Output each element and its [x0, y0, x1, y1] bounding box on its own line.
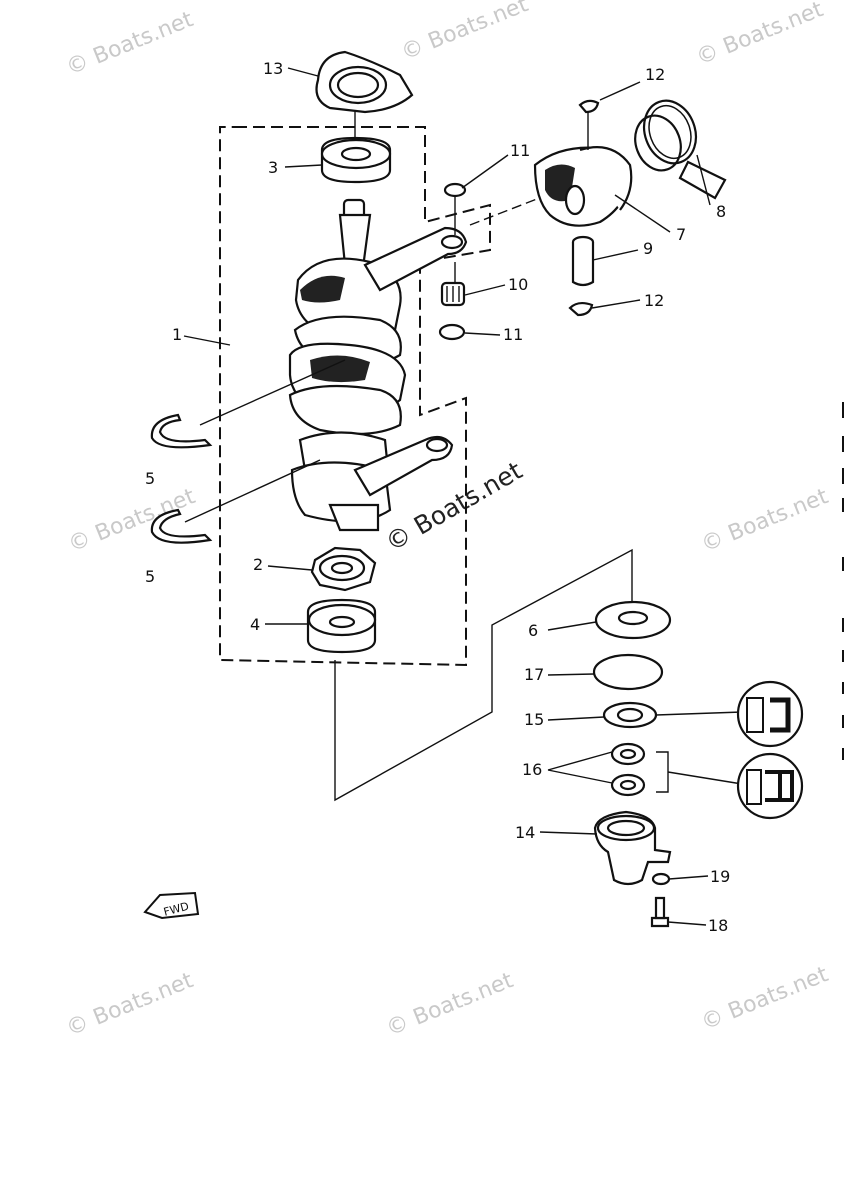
oil-seal-2 [310, 546, 377, 592]
connecting-rod-lower [353, 435, 454, 497]
piston-pin-clip-12-top [578, 99, 600, 114]
thrust-washer-11-bottom [438, 323, 466, 341]
bolt-18 [650, 896, 670, 928]
callout-12-bottom: 12 [644, 291, 664, 310]
crankshaft-assembly-outline [219, 126, 491, 667]
callout-11-bottom: 11 [503, 325, 523, 344]
bearing-4 [306, 598, 377, 654]
callout-4: 4 [250, 615, 260, 634]
callout-6: 6 [528, 621, 538, 640]
needle-bearing-10 [440, 281, 466, 307]
gasket-13 [315, 50, 414, 114]
plate-6 [594, 600, 672, 640]
callout-2: 2 [253, 555, 263, 574]
callout-19: 19 [710, 867, 730, 886]
oil-seal-16-upper [610, 742, 646, 766]
callout-8: 8 [716, 202, 726, 221]
bearing-half-5-upper [150, 413, 213, 449]
sealant-symbol-upper [736, 680, 804, 748]
bearing-half-5-lower [150, 508, 213, 544]
callout-15: 15 [524, 710, 544, 729]
callout-17: 17 [524, 665, 544, 684]
callout-11-top: 11 [510, 141, 530, 160]
callout-9: 9 [643, 239, 653, 258]
callout-13: 13 [263, 59, 283, 78]
callout-18: 18 [708, 916, 728, 935]
lower-housing-14 [593, 810, 672, 886]
thrust-washer-11-top [443, 182, 467, 198]
callout-12-top: 12 [645, 65, 665, 84]
piston-7 [533, 146, 633, 227]
assembly-connector-line [334, 548, 633, 802]
oil-seal-15 [602, 701, 658, 729]
piston-rings-8 [634, 99, 727, 200]
watermark: © Boats.net [698, 962, 832, 1036]
callout-1: 1 [172, 325, 182, 344]
piston-pin-9 [571, 235, 595, 287]
callout-5-upper: 5 [145, 469, 155, 488]
watermark: © Boats.net [698, 484, 832, 558]
o-ring-17 [592, 653, 664, 691]
fwd-label: FWD [162, 900, 190, 919]
watermark: © Boats.net [63, 7, 197, 81]
connecting-rod-upper [363, 226, 468, 292]
sealant-symbol-lower [736, 752, 804, 820]
callout-5-lower: 5 [145, 567, 155, 586]
watermark: © Boats.net [398, 0, 532, 66]
watermark: © Boats.net [693, 0, 827, 71]
fwd-arrow-icon: FWD [143, 891, 200, 920]
watermark: © Boats.net [65, 484, 199, 558]
watermark: © Boats.net [383, 968, 517, 1042]
watermark: © Boats.net [63, 968, 197, 1042]
callout-7: 7 [676, 225, 686, 244]
callout-3: 3 [268, 158, 278, 177]
bearing-3 [320, 136, 392, 184]
piston-pin-clip-12-bottom [568, 301, 594, 317]
callout-labels: 13 3 12 11 8 7 9 10 12 11 1 5 5 2 4 6 17… [145, 59, 730, 935]
callout-16: 16 [522, 760, 542, 779]
oil-seal-16-lower [610, 773, 646, 797]
callout-10: 10 [508, 275, 528, 294]
washer-19 [651, 872, 671, 886]
callout-14: 14 [515, 823, 535, 842]
